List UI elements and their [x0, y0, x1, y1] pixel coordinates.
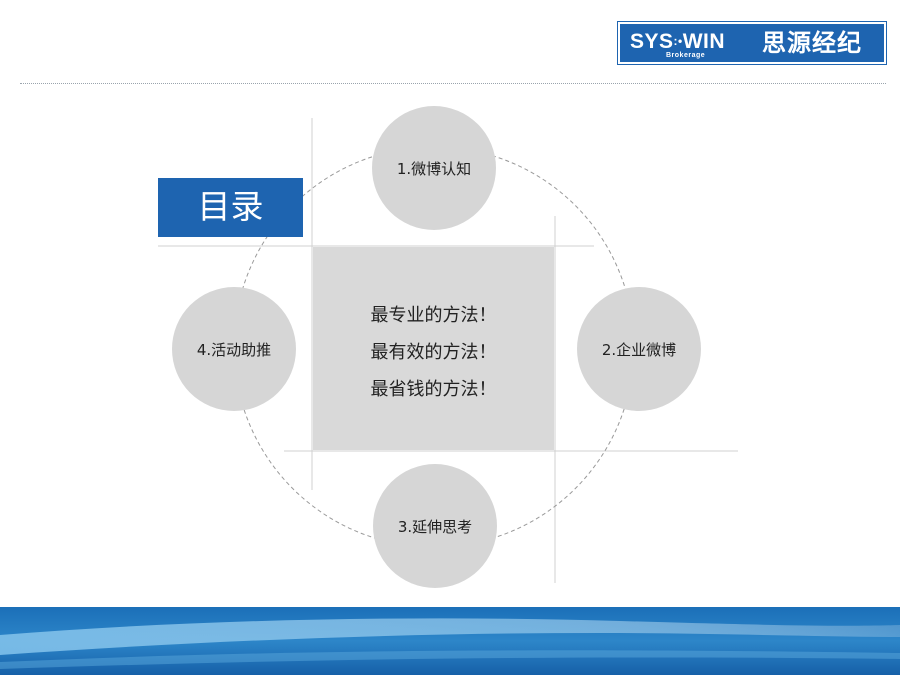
logo-subtitle: Brokerage — [666, 52, 706, 59]
toc-item-label: 1.微博认知 — [396, 159, 472, 178]
center-line: 最省钱的方法！ — [370, 379, 497, 400]
header-divider — [20, 83, 886, 84]
logo-brand-b: WIN — [682, 30, 726, 53]
logo-english: SYS:•WIN — [630, 30, 725, 53]
footer-wave-banner — [0, 607, 900, 675]
center-text: 最专业的方法！ 最有效的方法！ 最省钱的方法！ — [313, 297, 554, 408]
center-panel: 最专业的方法！ 最有效的方法！ 最省钱的方法！ — [313, 247, 554, 450]
brand-logo: SYS:•WIN Brokerage 思源经纪 — [617, 21, 887, 65]
logo-dots-icon: :• — [673, 34, 683, 48]
center-line: 最有效的方法！ — [370, 342, 497, 363]
toc-item-2[interactable]: 2.企业微博 — [577, 287, 701, 411]
logo-chinese: 思源经纪 — [762, 29, 862, 57]
toc-item-label: 2.企业微博 — [601, 340, 677, 359]
toc-item-1[interactable]: 1.微博认知 — [372, 106, 496, 230]
toc-item-label: 3.延伸思考 — [397, 517, 473, 536]
center-line: 最专业的方法！ — [370, 305, 497, 326]
toc-item-3[interactable]: 3.延伸思考 — [373, 464, 497, 588]
section-title-box: 目录 — [158, 178, 303, 237]
section-title: 目录 — [197, 187, 264, 226]
logo-brand-a: SYS — [630, 30, 674, 53]
toc-item-label: 4.活动助推 — [196, 340, 272, 359]
toc-item-4[interactable]: 4.活动助推 — [172, 287, 296, 411]
grid-lines — [158, 118, 738, 583]
